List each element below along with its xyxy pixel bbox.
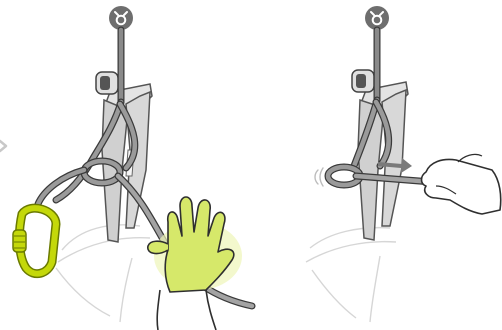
hand-gloved-icon (148, 197, 242, 330)
panel-right (260, 0, 502, 330)
panel-right-drawing (260, 0, 502, 330)
anchor-symbol-icon (109, 6, 133, 30)
harness-lines (56, 225, 150, 322)
chevron-right-icon (0, 141, 6, 151)
harness-lines (306, 228, 396, 322)
carabiner (13, 208, 56, 274)
panel-left (0, 0, 260, 330)
hand-icon (422, 154, 501, 214)
anchor-symbol-icon (365, 6, 389, 30)
panel-left-drawing (0, 0, 260, 330)
